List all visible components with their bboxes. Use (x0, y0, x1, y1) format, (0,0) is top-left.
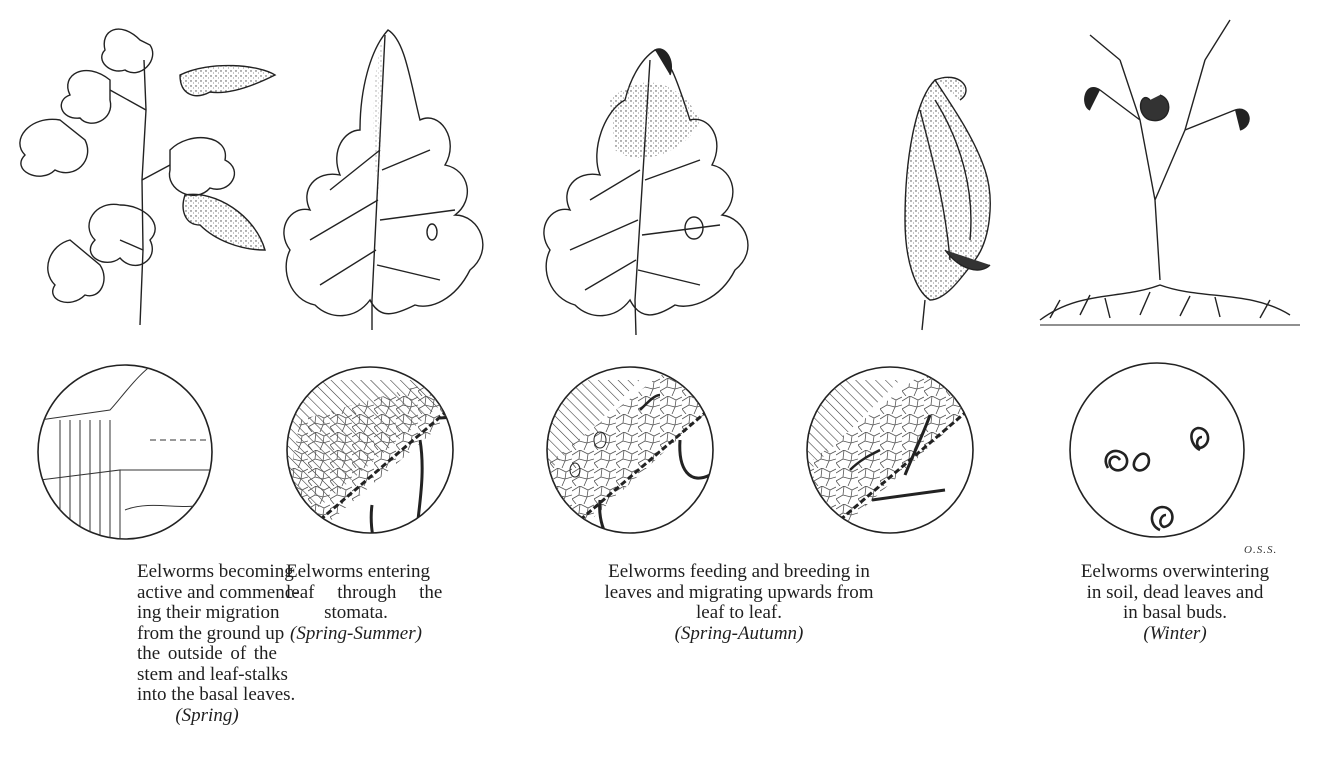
microscope-view-overwintering (1070, 363, 1244, 537)
caption-line: Eelworms overwintering (1032, 562, 1318, 583)
caption-winter: Eelworms overwintering in soil, dead lea… (1032, 562, 1318, 644)
caption-line: Eelworms feeding and breeding in (591, 562, 887, 583)
microscope-view-entering (280, 367, 470, 545)
microscope-view-migrating (800, 367, 980, 533)
microscope-view-stem (38, 360, 215, 560)
caption-line: leaf to leaf. (591, 603, 887, 624)
caption-line: Eelworms entering (286, 562, 426, 583)
caption-line: leaves and migrating upwards from (591, 583, 887, 604)
caption-line: stem and leaf-stalks (137, 665, 277, 686)
caption-line: in soil, dead leaves and (1032, 583, 1318, 604)
caption-season: (Spring-Summer) (286, 624, 426, 645)
caption-line: stomata. (286, 603, 426, 624)
caption-line: active and commenc- (137, 583, 277, 604)
caption-spring: Eelworms becoming active and commenc- in… (137, 562, 277, 726)
caption-line: in basal buds. (1032, 603, 1318, 624)
caption-line: Eelworms becoming (137, 562, 277, 583)
plant-shoot-spring (20, 29, 275, 325)
caption-line: ing their migration (137, 603, 277, 624)
leaf-infested (544, 49, 748, 335)
leaf-curled (905, 77, 990, 330)
plant-winter (1040, 20, 1300, 325)
caption-spring-autumn: Eelworms feeding and breeding in leaves … (591, 562, 887, 644)
caption-season: (Winter) (1032, 624, 1318, 645)
caption-line: into the basal leaves. (137, 685, 277, 706)
artist-signature: O.S.S. (1244, 544, 1277, 556)
caption-season: (Spring-Autumn) (591, 624, 887, 645)
leaf-healthy (284, 30, 483, 330)
caption-line: the outside of the (137, 644, 277, 665)
caption-line: leaf through the (286, 583, 426, 604)
caption-season: (Spring) (137, 706, 277, 727)
microscope-view-feeding (540, 367, 720, 540)
caption-spring-summer: Eelworms entering leaf through the stoma… (286, 562, 426, 644)
caption-line: from the ground up (137, 624, 277, 645)
